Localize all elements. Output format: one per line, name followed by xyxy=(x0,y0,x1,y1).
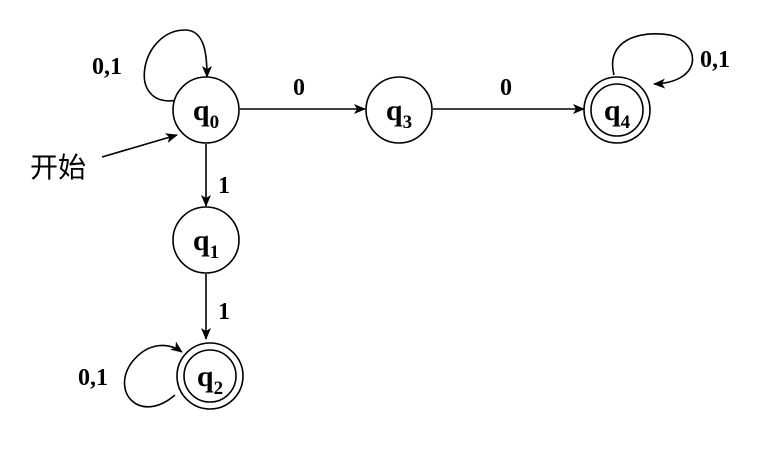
state-q3: q3 xyxy=(365,76,433,144)
svg-text:q0: q0 xyxy=(193,94,219,133)
svg-text:q4: q4 xyxy=(604,94,631,133)
label-q3-q4: 0 xyxy=(500,75,512,101)
start-label: 开始 xyxy=(30,151,86,184)
edge-q4-self xyxy=(611,33,694,89)
label-q0-self: 0,1 xyxy=(92,54,122,80)
state-q2-accept-ring xyxy=(183,349,237,403)
state-q4-accept-ring xyxy=(590,83,644,137)
state-q4: q4 xyxy=(583,76,651,144)
state-q1-letter: q xyxy=(193,224,210,257)
label-q2-self: 0,1 xyxy=(78,365,108,391)
svg-text:q1: q1 xyxy=(193,224,219,263)
svg-text:q2: q2 xyxy=(197,360,223,399)
state-q1: q1 xyxy=(172,206,240,274)
state-q4-letter: q xyxy=(604,94,621,127)
state-q3-subscript: 3 xyxy=(403,112,413,133)
state-q0-subscript: 0 xyxy=(210,112,220,133)
start-arrow xyxy=(101,133,178,158)
state-q0-letter: q xyxy=(193,94,210,127)
edge-q0-self xyxy=(143,29,212,102)
state-q0: q0 xyxy=(172,76,240,144)
state-q1-subscript: 1 xyxy=(210,242,220,263)
svg-text:q3: q3 xyxy=(386,94,412,133)
state-q4-subscript: 4 xyxy=(621,112,631,133)
edge-q2-self xyxy=(123,341,183,408)
state-q2: q2 xyxy=(176,342,244,410)
state-q2-letter: q xyxy=(197,360,214,393)
state-q2-subscript: 2 xyxy=(214,378,224,399)
state-q3-letter: q xyxy=(386,94,403,127)
label-q1-q2: 1 xyxy=(218,299,230,325)
label-q4-self: 0,1 xyxy=(700,47,730,73)
label-q0-q1: 1 xyxy=(218,173,230,199)
label-q0-q3: 0 xyxy=(293,75,305,101)
